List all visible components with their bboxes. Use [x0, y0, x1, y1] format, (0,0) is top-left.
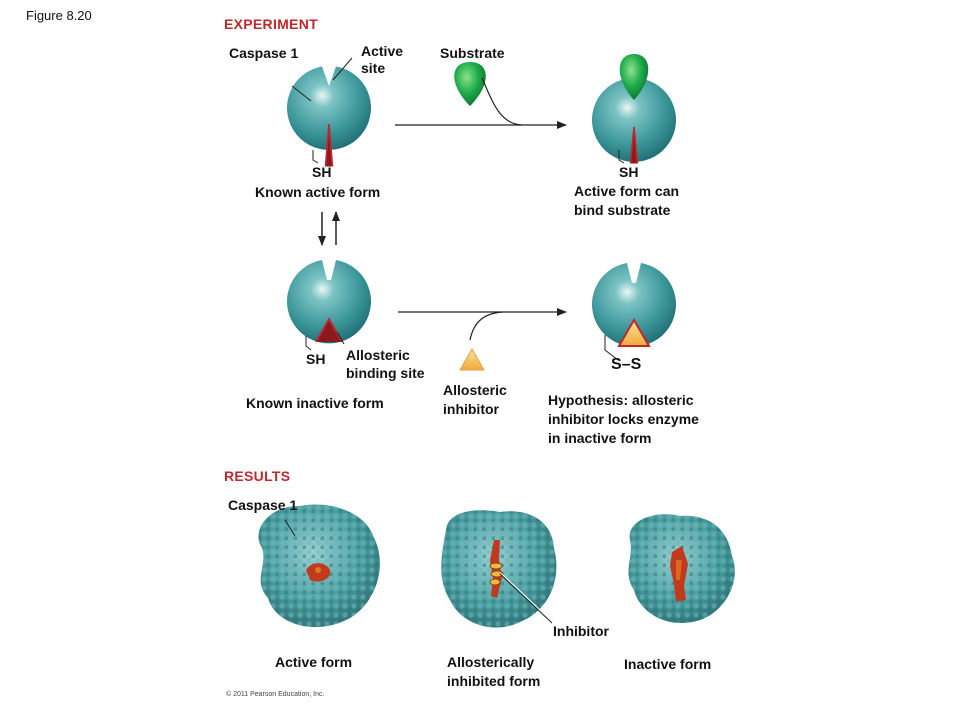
sh-leader-1	[312, 150, 319, 164]
copyright-notice: © 2011 Pearson Education, Inc.	[226, 691, 325, 698]
active-site-label-line-2: site	[361, 60, 386, 76]
inhibitor-free	[459, 347, 485, 371]
protein-active-form	[258, 504, 380, 628]
inhibitor-leader-white	[501, 573, 541, 611]
inhibitor-arrow-curve	[469, 311, 504, 341]
protein-allosterically-inhibited	[441, 510, 557, 628]
inactive-form-label: Inactive form	[624, 656, 712, 672]
hypothesis-line-1: Hypothesis: allosteric	[548, 392, 694, 408]
allosteric-binding-site-line-2: binding site	[346, 365, 425, 381]
allosteric-binding-site-line-1: Allosteric	[346, 347, 410, 363]
allosterically-inhibited-line-2: inhibited form	[447, 673, 541, 689]
sh-leader-3	[305, 336, 312, 351]
sh-label-2: SH	[619, 164, 639, 180]
hypothesis-line-3: in inactive form	[548, 430, 652, 446]
substrate-label: Substrate	[440, 45, 505, 61]
bound-inhibitor	[489, 562, 504, 586]
hypothesis-line-2: inhibitor locks enzyme	[548, 411, 699, 427]
active-site-leader	[332, 57, 353, 81]
results-caspase-leader	[284, 519, 296, 537]
allosteric-inhibitor-line-1: Allosteric	[443, 382, 507, 398]
results-heading: RESULTS	[224, 468, 291, 484]
active-form-label: Active form	[275, 654, 353, 670]
disulfide-label: S–S	[611, 356, 642, 373]
known-active-form-label: Known active form	[255, 184, 381, 200]
sh-label-1: SH	[312, 164, 332, 180]
substrate-free	[454, 62, 486, 106]
enzyme-locked-inactive	[592, 263, 677, 347]
caspase-label: Caspase 1	[229, 45, 299, 61]
active-can-bind-line-1: Active form can	[574, 183, 680, 199]
enzyme-with-substrate	[592, 54, 677, 164]
known-inactive-form-label: Known inactive form	[246, 395, 384, 411]
enzyme-active-form	[287, 66, 372, 167]
inhibitor-label: Inhibitor	[553, 623, 609, 639]
disulfide-leader	[604, 335, 619, 361]
enzyme-inactive-form	[287, 260, 372, 344]
inhibitor-leader	[499, 573, 553, 624]
experiment-heading: EXPERIMENT	[224, 16, 319, 32]
results-caspase-label: Caspase 1	[228, 497, 298, 513]
substrate-arrow-curve	[481, 77, 523, 126]
active-site-label-line-1: Active	[361, 43, 404, 59]
allosterically-inhibited-line-1: Allosterically	[447, 654, 535, 670]
allosteric-inhibitor-line-2: inhibitor	[443, 401, 499, 417]
sh-label-3: SH	[306, 351, 326, 367]
protein-inactive-form	[628, 514, 735, 624]
active-can-bind-line-2: bind substrate	[574, 202, 671, 218]
figure-label: Figure 8.20	[26, 8, 92, 23]
caspase-leader	[291, 85, 312, 102]
substrate-bound	[619, 54, 649, 100]
allosteric-site-leader	[336, 331, 345, 345]
sh-leader-2	[618, 150, 625, 164]
